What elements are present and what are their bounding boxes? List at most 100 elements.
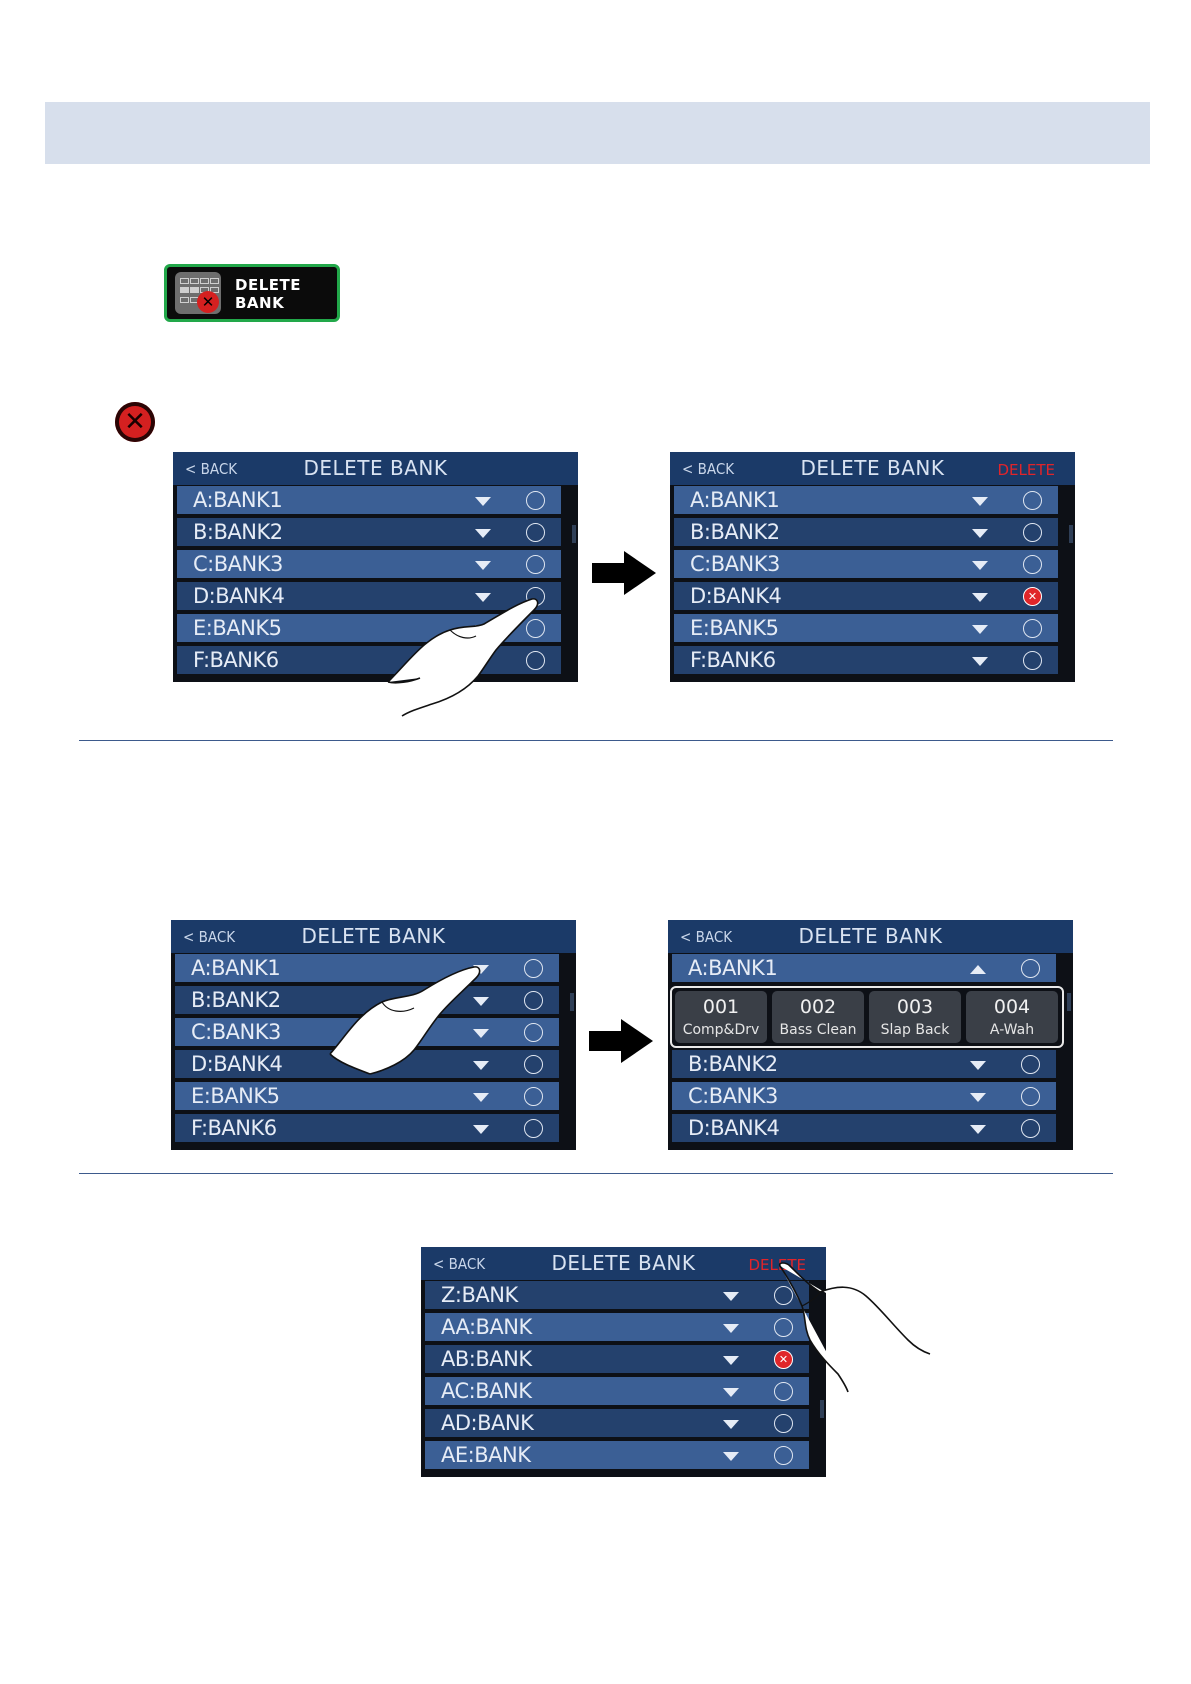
scrollbar[interactable] <box>1059 485 1075 682</box>
back-button[interactable]: < BACK <box>185 460 238 478</box>
expand-arrow-icon[interactable] <box>972 529 988 538</box>
expand-arrow-icon[interactable] <box>972 497 988 506</box>
expand-arrow-icon[interactable] <box>475 497 491 506</box>
expand-arrow-icon[interactable] <box>723 1388 739 1397</box>
expand-arrow-icon[interactable] <box>473 997 489 1006</box>
bank-row[interactable]: AD:BANK <box>425 1409 809 1439</box>
expand-arrow-icon[interactable] <box>970 1093 986 1102</box>
expand-arrow-icon[interactable] <box>972 625 988 634</box>
delete-button[interactable]: DELETE <box>748 1256 806 1274</box>
back-button[interactable]: < BACK <box>433 1255 486 1273</box>
expand-arrow-icon[interactable] <box>723 1324 739 1333</box>
select-checkbox[interactable] <box>774 1446 793 1465</box>
expand-arrow-icon[interactable] <box>473 965 489 974</box>
scrollbar-thumb[interactable] <box>572 525 576 543</box>
expand-arrow-icon[interactable] <box>475 657 491 666</box>
select-checkbox[interactable] <box>774 1382 793 1401</box>
select-checkbox[interactable] <box>1023 651 1042 670</box>
expand-arrow-icon[interactable] <box>972 561 988 570</box>
select-checkbox[interactable] <box>524 1055 543 1074</box>
bank-row[interactable]: B:BANK2 <box>175 986 559 1016</box>
bank-row[interactable]: A:BANK1 <box>674 486 1058 516</box>
expand-arrow-icon[interactable] <box>475 529 491 538</box>
expand-arrow-icon[interactable] <box>473 1125 489 1134</box>
bank-row[interactable]: E:BANK5 <box>175 1082 559 1112</box>
bank-row[interactable]: B:BANK2 <box>674 518 1058 548</box>
bank-row[interactable]: F:BANK6 <box>175 1114 559 1144</box>
select-checkbox[interactable] <box>526 523 545 542</box>
collapse-arrow-icon[interactable] <box>970 965 986 974</box>
bank-row[interactable]: AA:BANK <box>425 1313 809 1343</box>
bank-row[interactable]: D:BANK4 <box>177 582 561 612</box>
select-checkbox[interactable] <box>1023 491 1042 510</box>
bank-row-selected[interactable]: D:BANK4 <box>674 582 1058 612</box>
bank-row[interactable]: A:BANK1 <box>175 954 559 984</box>
select-checkbox[interactable] <box>1021 1087 1040 1106</box>
select-checkbox[interactable] <box>524 959 543 978</box>
select-checkbox[interactable] <box>1023 523 1042 542</box>
expand-arrow-icon[interactable] <box>970 1061 986 1070</box>
select-checkbox[interactable] <box>774 1286 793 1305</box>
select-checkbox[interactable] <box>1021 1119 1040 1138</box>
scrollbar[interactable] <box>560 953 576 1150</box>
back-button[interactable]: < BACK <box>680 928 733 946</box>
select-checkbox[interactable] <box>524 1119 543 1138</box>
bank-row[interactable]: C:BANK3 <box>177 550 561 580</box>
back-button[interactable]: < BACK <box>183 928 236 946</box>
select-checkbox[interactable] <box>526 651 545 670</box>
select-checkbox[interactable] <box>526 619 545 638</box>
bank-row[interactable]: C:BANK3 <box>674 550 1058 580</box>
delete-bank-app-icon[interactable]: ✕ DELETE BANK <box>164 264 340 322</box>
select-checkbox[interactable] <box>524 991 543 1010</box>
expand-arrow-icon[interactable] <box>475 593 491 602</box>
bank-row[interactable]: E:BANK5 <box>674 614 1058 644</box>
expand-arrow-icon[interactable] <box>972 593 988 602</box>
bank-row[interactable]: F:BANK6 <box>674 646 1058 676</box>
bank-row[interactable]: C:BANK3 <box>672 1082 1056 1112</box>
select-checkbox[interactable] <box>526 555 545 574</box>
bank-row[interactable]: F:BANK6 <box>177 646 561 676</box>
select-checkbox[interactable] <box>524 1023 543 1042</box>
delete-button[interactable]: DELETE <box>997 461 1055 479</box>
expand-arrow-icon[interactable] <box>473 1029 489 1038</box>
expand-arrow-icon[interactable] <box>723 1452 739 1461</box>
expand-arrow-icon[interactable] <box>972 657 988 666</box>
bank-row[interactable]: D:BANK4 <box>672 1114 1056 1144</box>
bank-row[interactable]: Z:BANK <box>425 1281 809 1311</box>
select-checkbox-checked[interactable] <box>1023 587 1042 606</box>
select-checkbox[interactable] <box>1021 1055 1040 1074</box>
expand-arrow-icon[interactable] <box>723 1356 739 1365</box>
select-checkbox[interactable] <box>526 587 545 606</box>
scrollbar-thumb[interactable] <box>1069 525 1073 543</box>
bank-row[interactable]: B:BANK2 <box>177 518 561 548</box>
select-checkbox-checked[interactable] <box>774 1350 793 1369</box>
scrollbar[interactable] <box>810 1280 826 1477</box>
expand-arrow-icon[interactable] <box>723 1420 739 1429</box>
bank-row-selected[interactable]: AB:BANK <box>425 1345 809 1375</box>
bank-row[interactable]: AE:BANK <box>425 1441 809 1471</box>
scrollbar-thumb[interactable] <box>1067 993 1071 1011</box>
expand-arrow-icon[interactable] <box>475 625 491 634</box>
scrollbar-thumb[interactable] <box>820 1400 824 1418</box>
bank-row-expanded[interactable]: A:BANK1 <box>672 954 1056 984</box>
bank-row[interactable]: B:BANK2 <box>672 1050 1056 1080</box>
expand-arrow-icon[interactable] <box>475 561 491 570</box>
bank-row[interactable]: AC:BANK <box>425 1377 809 1407</box>
select-checkbox[interactable] <box>526 491 545 510</box>
select-checkbox[interactable] <box>1023 619 1042 638</box>
bank-row[interactable]: E:BANK5 <box>177 614 561 644</box>
expand-arrow-icon[interactable] <box>473 1061 489 1070</box>
select-checkbox[interactable] <box>774 1414 793 1433</box>
scrollbar[interactable] <box>562 485 578 682</box>
expand-arrow-icon[interactable] <box>473 1093 489 1102</box>
expand-arrow-icon[interactable] <box>970 1125 986 1134</box>
bank-row[interactable]: D:BANK4 <box>175 1050 559 1080</box>
scrollbar[interactable] <box>1057 953 1073 1150</box>
select-checkbox[interactable] <box>524 1087 543 1106</box>
scrollbar-thumb[interactable] <box>570 993 574 1011</box>
bank-row[interactable]: C:BANK3 <box>175 1018 559 1048</box>
